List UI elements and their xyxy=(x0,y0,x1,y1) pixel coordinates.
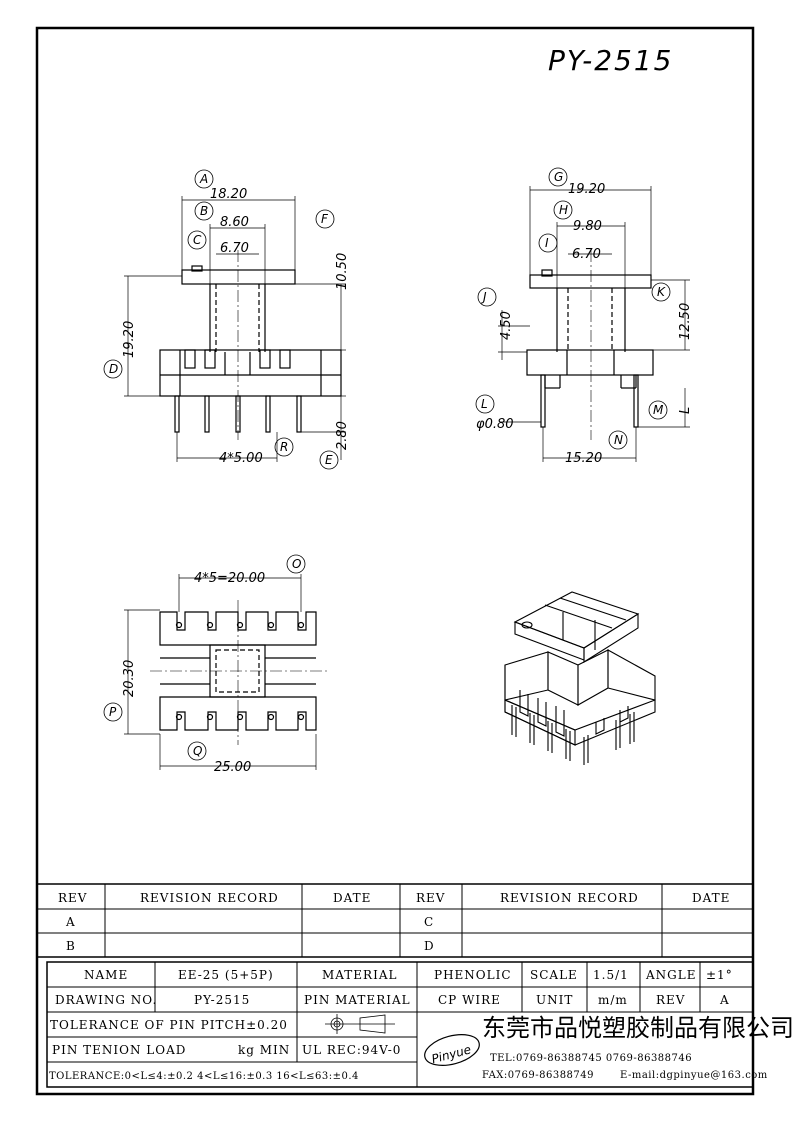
bubble-d: D xyxy=(109,362,118,376)
bubble-k: K xyxy=(657,285,666,299)
revision-record-header-2: REVISION RECORD xyxy=(500,891,639,905)
dim-i: 6.70 xyxy=(572,247,601,262)
dim-f: 10.50 xyxy=(335,253,350,290)
bottom-view-dimensions xyxy=(124,574,317,770)
dim-p: 20.30 xyxy=(122,660,137,697)
title-block-grid xyxy=(46,961,754,1088)
rev-row-a: A xyxy=(65,915,76,929)
bubble-i: I xyxy=(545,236,549,250)
rev-value: A xyxy=(719,993,730,1007)
dim-m: L xyxy=(678,407,693,414)
tolerance-pin-pitch: TOLERANCE OF PIN PITCH±0.20 xyxy=(50,1018,288,1032)
bubble-p: P xyxy=(109,705,117,719)
front-view-bubbles xyxy=(103,169,339,470)
bottom-view xyxy=(150,600,330,745)
dim-q: 25.00 xyxy=(214,760,251,775)
drawing-no-label: DRAWING NO. xyxy=(55,993,157,1007)
rev-header-1: REV xyxy=(58,891,87,905)
bubble-j: J xyxy=(481,290,487,304)
dim-n: 15.20 xyxy=(565,451,602,466)
rev-label: REV xyxy=(656,993,685,1007)
company-tel: TEL:0769-86388745 0769-86388746 xyxy=(490,1053,692,1064)
rev-row-b: B xyxy=(66,939,76,953)
dim-j: 4.50 xyxy=(499,311,514,340)
side-view-bubbles xyxy=(475,167,671,450)
dim-c: 6.70 xyxy=(220,241,249,256)
front-view xyxy=(159,250,342,440)
side-view xyxy=(526,250,654,440)
material-value: PHENOLIC xyxy=(434,968,512,982)
bubble-g: G xyxy=(554,170,563,184)
pin-material-label: PIN MATERIAL xyxy=(304,993,411,1007)
pin-material-value: CP WIRE xyxy=(438,993,501,1007)
name-value: EE-25 (5+5P) xyxy=(178,968,274,982)
bubble-r: R xyxy=(280,440,288,454)
rev-header-2: REV xyxy=(416,891,445,905)
revision-table xyxy=(37,883,753,958)
bubble-e: E xyxy=(325,453,333,467)
dim-o: 4*5=20.00 xyxy=(194,571,265,586)
dim-d: 19.20 xyxy=(122,321,137,358)
company-logo: Pinyue xyxy=(424,1034,480,1066)
unit-label: UNIT xyxy=(536,993,573,1007)
drawing-title: PY-2515 xyxy=(548,44,674,77)
bubble-m: M xyxy=(653,403,664,417)
pin-tension-label: PIN TENION LOAD xyxy=(52,1043,186,1057)
rev-row-d: D xyxy=(424,939,435,953)
company-name: 东莞市品悦塑胶制品有限公司 xyxy=(482,1014,793,1042)
dim-a: 18.20 xyxy=(210,187,247,202)
logo-text: Pinyue xyxy=(430,1042,473,1066)
material-label: MATERIAL xyxy=(322,968,397,982)
name-label: NAME xyxy=(84,968,128,982)
rev-row-c: C xyxy=(424,915,434,929)
dim-b: 8.60 xyxy=(220,215,249,230)
bubble-b: B xyxy=(200,204,208,218)
scale-label: SCALE xyxy=(530,968,578,982)
date-header-1: DATE xyxy=(333,891,371,905)
bubble-f: F xyxy=(321,212,329,226)
side-view-dimensions xyxy=(498,186,690,462)
dim-e: 2.80 xyxy=(335,421,350,450)
angle-value: ±1° xyxy=(706,968,733,982)
isometric-view xyxy=(504,591,656,765)
bubble-a: A xyxy=(199,172,208,186)
bubble-h: H xyxy=(559,203,568,217)
company-fax: FAX:0769-86388749 xyxy=(482,1070,594,1081)
front-view-dimensions xyxy=(124,196,346,462)
scale-value: 1.5/1 xyxy=(593,968,629,982)
sheet-border xyxy=(35,26,755,1096)
date-header-2: DATE xyxy=(692,891,730,905)
dim-l: φ0.80 xyxy=(476,417,514,432)
bubble-c: C xyxy=(193,233,202,247)
bottom-view-bubbles xyxy=(103,554,306,761)
unit-value: m/m xyxy=(598,993,628,1007)
projection-symbol xyxy=(325,1014,395,1034)
angle-label: ANGLE xyxy=(645,968,696,982)
dim-g: 19.20 xyxy=(568,182,605,197)
company-email: E-mail:dgpinyue@163.com xyxy=(620,1070,768,1081)
tolerance-general: TOLERANCE:0<L≤4:±0.2 4<L≤16:±0.3 16<L≤63… xyxy=(49,1071,359,1082)
bubble-q: Q xyxy=(193,744,202,758)
bubble-n: N xyxy=(614,433,623,447)
drawing-no-value: PY-2515 xyxy=(194,993,250,1007)
dim-h: 9.80 xyxy=(573,219,602,234)
bubble-o: O xyxy=(292,557,301,571)
ul-rec: UL REC:94V-0 xyxy=(302,1043,401,1057)
dim-r: 4*5.00 xyxy=(219,451,263,466)
revision-record-header-1: REVISION RECORD xyxy=(140,891,279,905)
dim-k: 12.50 xyxy=(678,303,693,340)
pin-tension-unit: kg MIN xyxy=(238,1043,290,1057)
bubble-l: L xyxy=(481,397,488,411)
